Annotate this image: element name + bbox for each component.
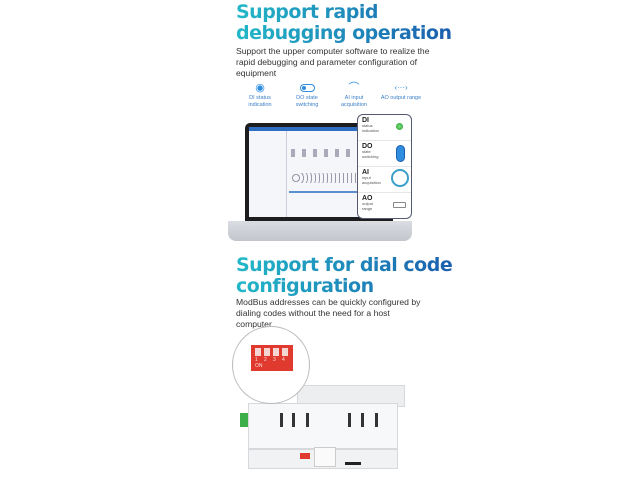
gauge-arc-icon: ⌒ (348, 82, 360, 94)
card-desc: output range (362, 201, 374, 211)
title-line: configuration (236, 275, 374, 297)
dip-number: 4 (282, 357, 285, 363)
card-code: DI (362, 117, 369, 124)
card-desc: status indication (362, 123, 379, 133)
section1-title: Support rapid debugging operation (236, 2, 451, 44)
dip-on-label: ON (255, 363, 263, 369)
toggle-icon (396, 145, 405, 162)
gauge-icon (391, 169, 409, 187)
feature-label: AO output range (380, 95, 422, 101)
feature-label: DI status indication (248, 95, 272, 108)
dip-number: 1 (255, 357, 258, 363)
feature-label: DO state switching (295, 95, 319, 108)
card-code: AI (362, 169, 369, 176)
feature-ai: ⌒AI input acquisition (332, 81, 376, 109)
feature-ao: ‹···› AO output range (379, 81, 423, 109)
output-bar-icon (393, 202, 406, 208)
toggle-switch-icon (285, 81, 329, 95)
io-module-image (240, 385, 405, 470)
green-led-icon (396, 123, 403, 130)
section2-description: ModBus addresses can be quickly configur… (236, 297, 421, 329)
title-line: Support for dial code (236, 254, 453, 276)
title-line: Support rapid (236, 1, 378, 23)
section1-description: Support the upper computer software to r… (236, 46, 430, 78)
card-code: DO (362, 143, 373, 150)
section2-title: Support for dial code configuration (236, 255, 452, 297)
feature-row: ◉DI status indication DO state switching… (238, 81, 423, 109)
feature-label: AI input acquisition (341, 95, 367, 108)
feature-di: ◉DI status indication (238, 81, 282, 109)
card-desc: input acquisition (362, 175, 381, 185)
card-desc: state switching (362, 149, 379, 159)
card-code: AO (362, 195, 373, 202)
feature-do: DO state switching (285, 81, 329, 109)
laptop-base (228, 221, 412, 241)
radio-target-icon: ◉ (255, 82, 265, 94)
title-line: debugging operation (236, 22, 452, 44)
dip-number: 2 (264, 357, 267, 363)
dip-number: 3 (273, 357, 276, 363)
range-arrows-icon: ‹···› (394, 83, 408, 92)
